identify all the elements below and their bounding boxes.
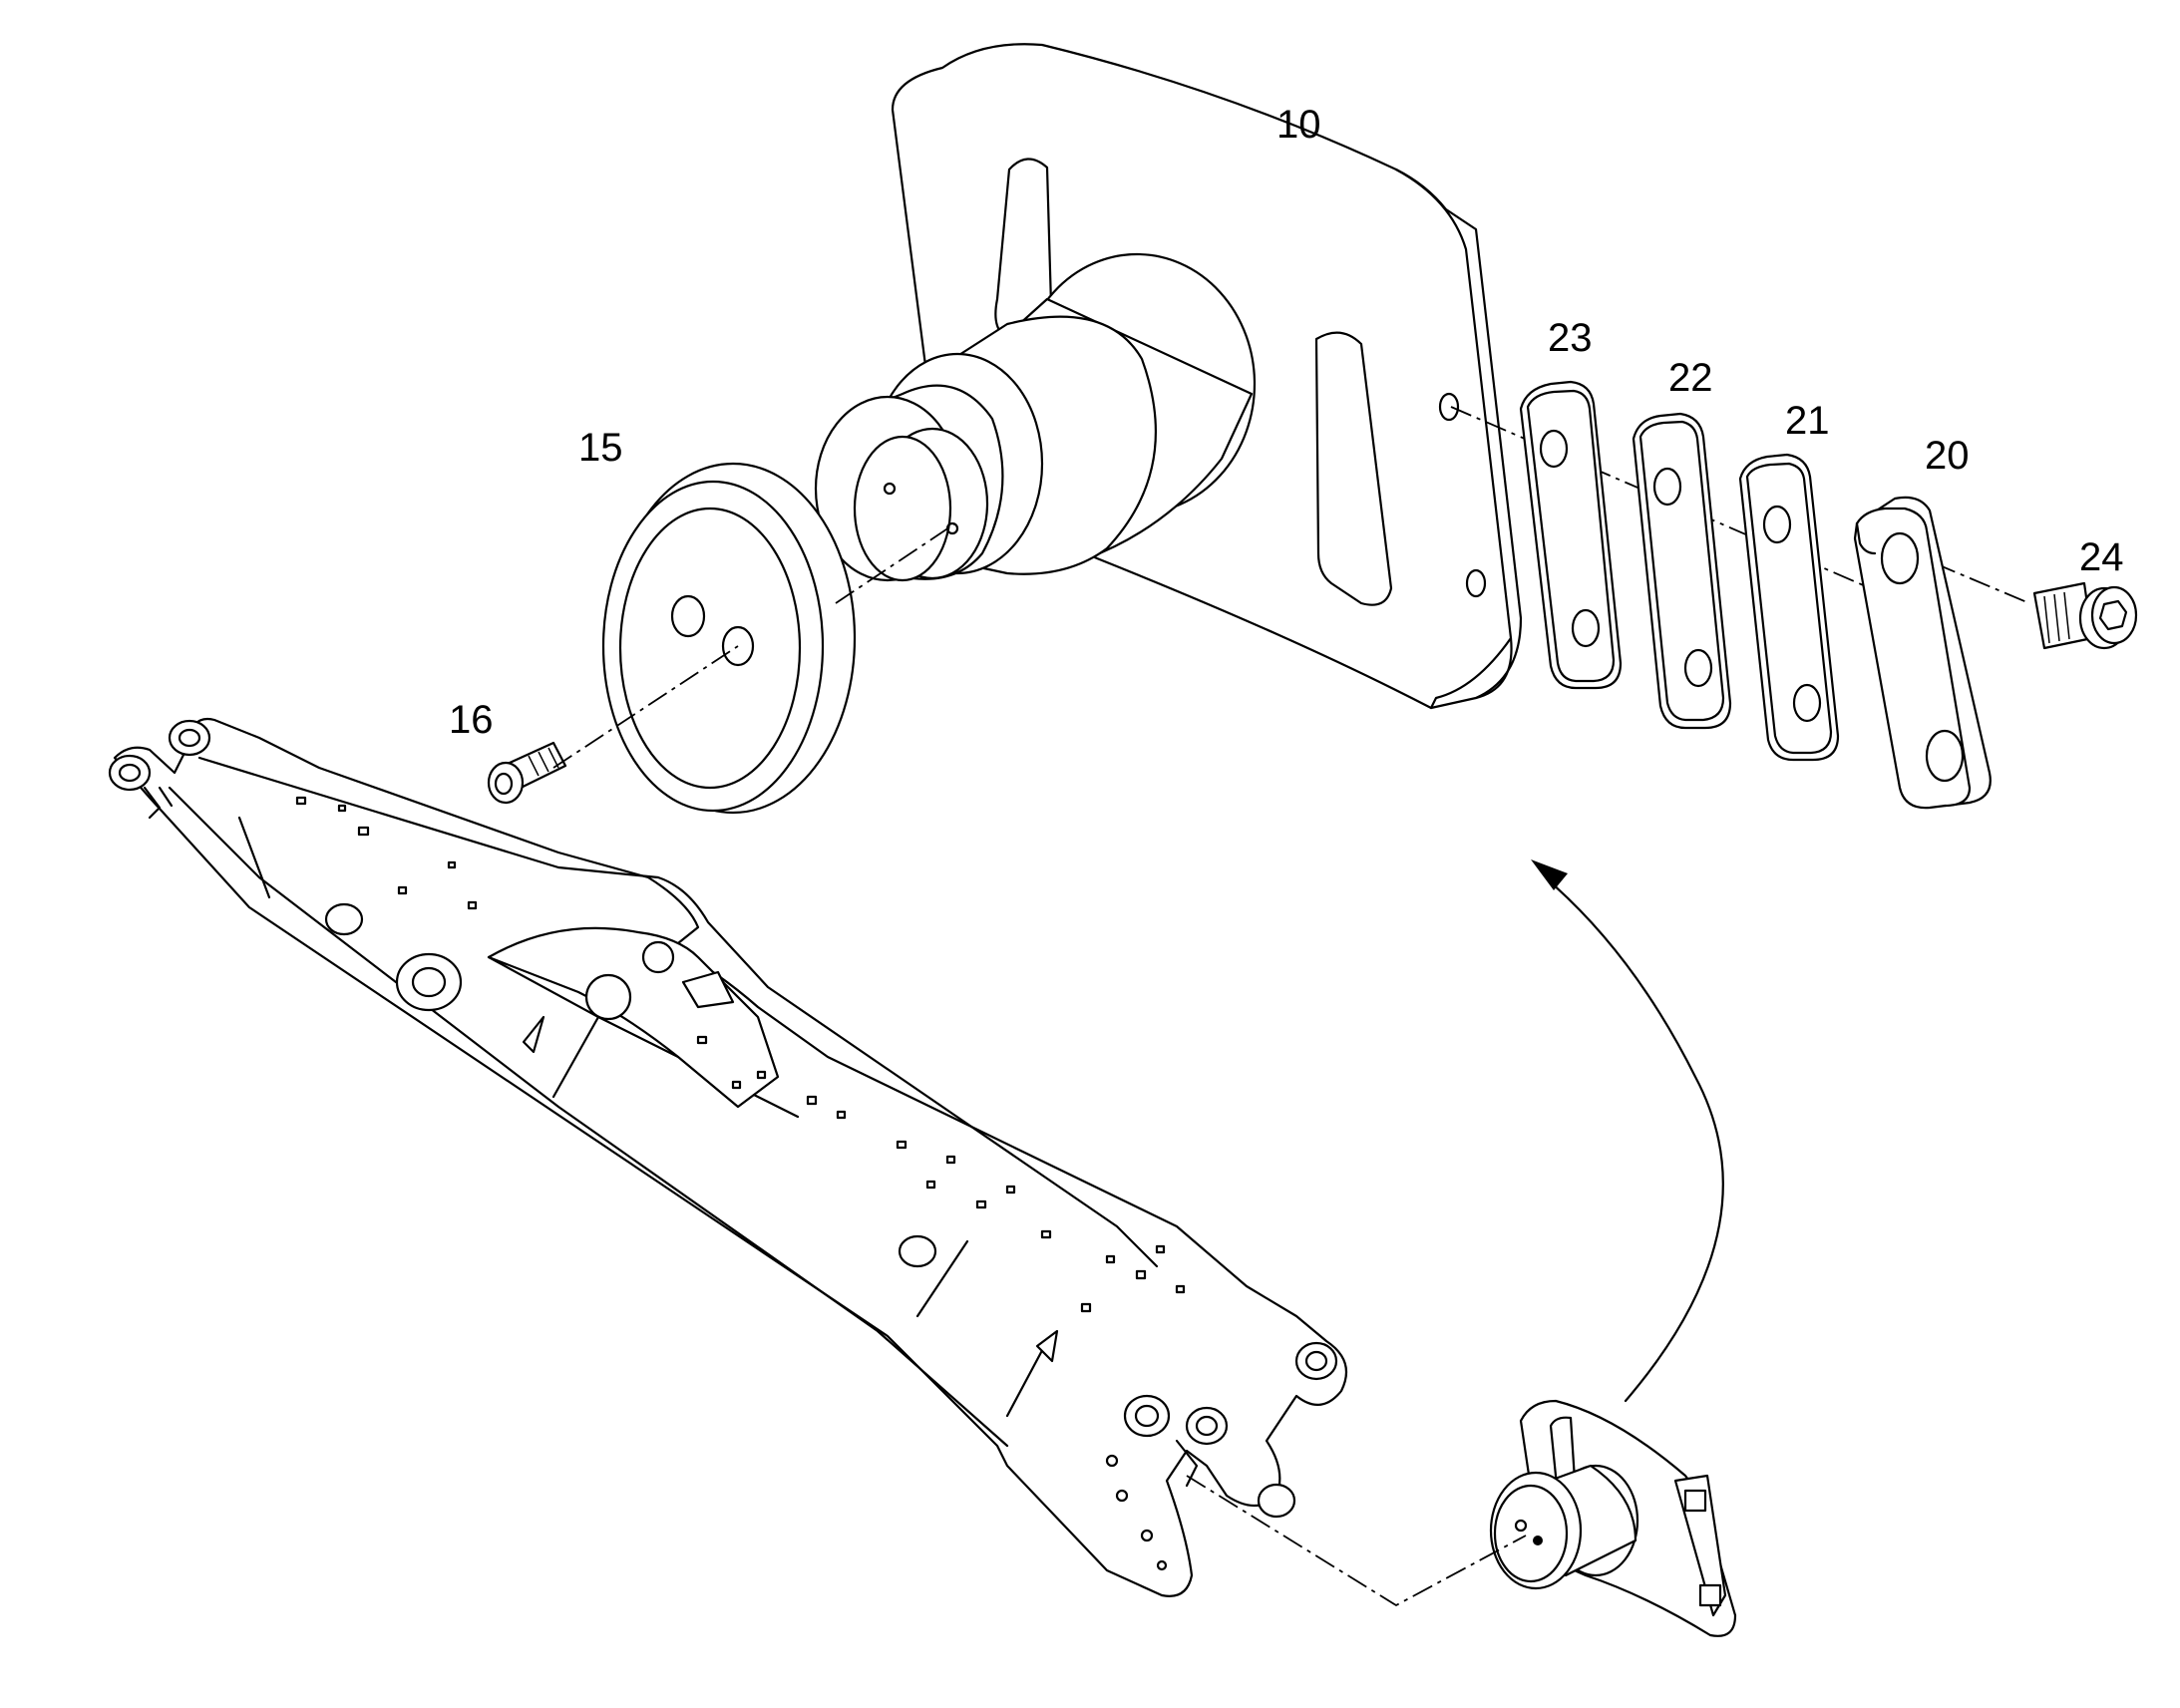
boom-mounting-holes (295, 796, 1186, 1313)
callout-24: 24 (2079, 535, 2124, 579)
part-21-shim-plate: 21 (1738, 399, 1840, 762)
callout-15: 15 (578, 426, 623, 470)
part-24-set-screw: 24 (2032, 535, 2138, 650)
part-15-cover-disc: 15 (578, 426, 857, 815)
part-10-counterweight-plate: 10 (814, 43, 1523, 710)
part-20-spacer-block: 20 (1853, 434, 1992, 810)
callout-16: 16 (449, 698, 494, 742)
callout-21: 21 (1785, 399, 1830, 443)
axis-line-boom-to-detail (1186, 1475, 1527, 1607)
assembled-counterweight-detail (1489, 1399, 1737, 1637)
callout-22: 22 (1668, 356, 1713, 400)
boom-arm (108, 717, 1348, 1597)
axis-line-screw-24 (1934, 562, 2030, 604)
callout-10: 10 (1276, 103, 1321, 147)
part-16-cap-screw: 16 (449, 698, 567, 805)
part-23-shim-plate: 23 (1519, 316, 1623, 690)
callout-20: 20 (1925, 434, 1970, 478)
axis-line-shaft-to-disc (835, 522, 956, 604)
assembly-direction-arrow (1531, 859, 1724, 1403)
part-22-shim-plate: 22 (1632, 356, 1732, 730)
callout-23: 23 (1548, 316, 1593, 360)
